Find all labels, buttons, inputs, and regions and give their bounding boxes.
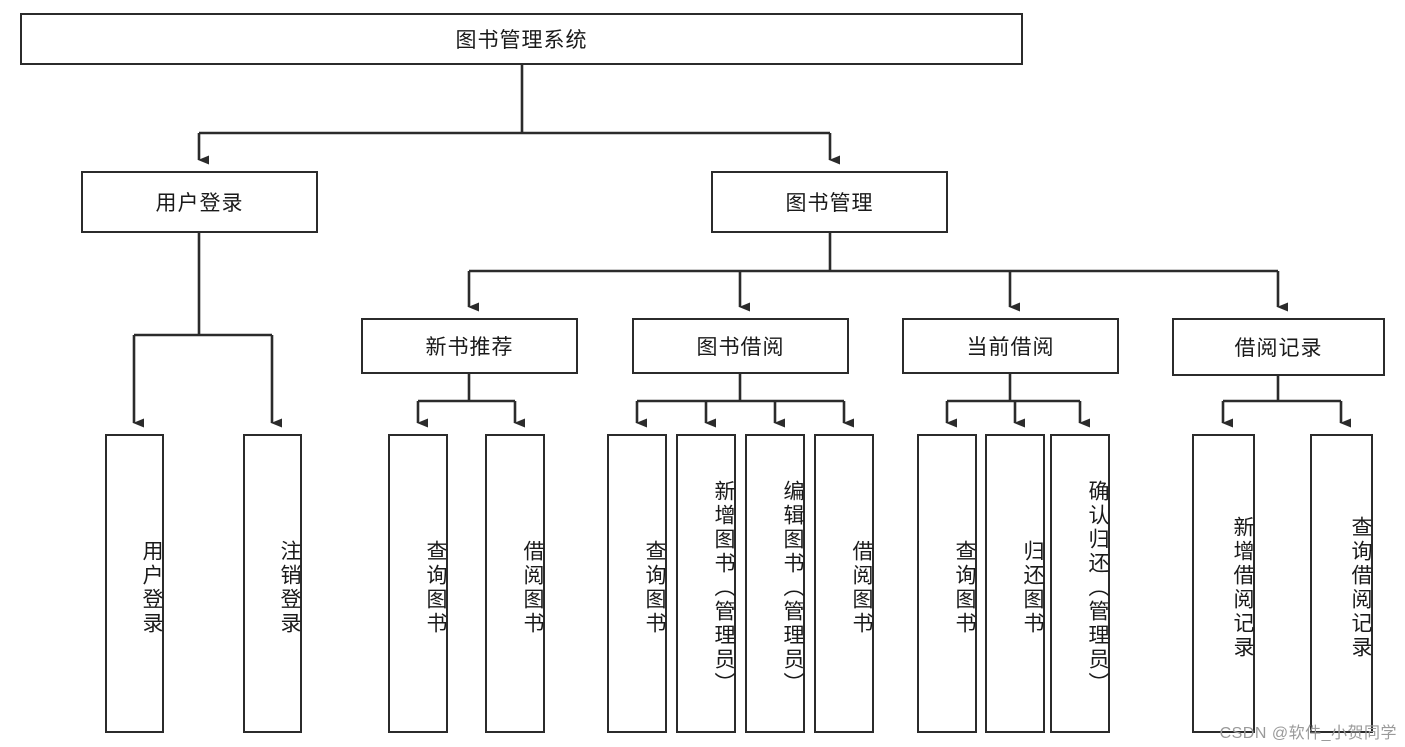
node-book-management-label: 图书管理 — [785, 192, 874, 215]
node-user-login-label: 用户登录 — [155, 192, 244, 215]
leaf-recommend-borrow-book[interactable]: 借阅图书 — [485, 434, 545, 733]
leaf-label: 归还图书 — [1021, 539, 1044, 636]
leaf-user-login-logout[interactable]: 注销登录 — [243, 434, 302, 733]
leaf-label: 新增借阅记录 — [1231, 515, 1254, 660]
leaf-borrow-edit-book[interactable]: 编辑图书（管理员） — [745, 434, 805, 733]
leaf-user-login-login[interactable]: 用户登录 — [105, 434, 164, 733]
leaf-recommend-query-book[interactable]: 查询图书 — [388, 434, 448, 733]
leaf-label: 借阅图书 — [521, 539, 544, 636]
leaf-label: 查询图书 — [424, 539, 447, 636]
leaf-label: 查询图书 — [643, 539, 666, 636]
leaf-label: 查询图书 — [953, 539, 976, 636]
node-book-borrow[interactable]: 图书借阅 — [632, 318, 849, 374]
node-user-login[interactable]: 用户登录 — [81, 171, 318, 233]
leaf-current-query-book[interactable]: 查询图书 — [917, 434, 977, 733]
leaf-record-query-record[interactable]: 查询借阅记录 — [1310, 434, 1373, 733]
leaf-label: 注销登录 — [278, 539, 301, 636]
leaf-label: 借阅图书 — [850, 539, 873, 636]
leaf-label: 编辑图书（管理员） — [781, 479, 804, 696]
node-borrow-record[interactable]: 借阅记录 — [1172, 318, 1385, 376]
leaf-label: 新增图书（管理员） — [712, 479, 735, 696]
leaf-current-return-book[interactable]: 归还图书 — [985, 434, 1045, 733]
leaf-borrow-borrow-book[interactable]: 借阅图书 — [814, 434, 874, 733]
node-borrow-record-label: 借阅记录 — [1234, 337, 1323, 360]
leaf-record-add-record[interactable]: 新增借阅记录 — [1192, 434, 1255, 733]
leaf-current-confirm-return[interactable]: 确认归还（管理员） — [1050, 434, 1110, 733]
node-root[interactable]: 图书管理系统 — [20, 13, 1023, 65]
leaf-label: 查询借阅记录 — [1349, 515, 1372, 660]
node-new-book-recommend[interactable]: 新书推荐 — [361, 318, 578, 374]
leaf-borrow-add-book[interactable]: 新增图书（管理员） — [676, 434, 736, 733]
node-new-book-recommend-label: 新书推荐 — [425, 336, 514, 359]
leaf-label: 确认归还（管理员） — [1086, 479, 1109, 696]
leaf-borrow-query-book[interactable]: 查询图书 — [607, 434, 667, 733]
leaf-label: 用户登录 — [140, 539, 163, 636]
watermark-text: CSDN @软件_小贺同学 — [1219, 725, 1397, 742]
node-book-management[interactable]: 图书管理 — [711, 171, 948, 233]
node-root-label: 图书管理系统 — [455, 29, 588, 52]
node-current-borrow-label: 当前借阅 — [966, 336, 1055, 359]
node-book-borrow-label: 图书借阅 — [696, 336, 785, 359]
node-current-borrow[interactable]: 当前借阅 — [902, 318, 1119, 374]
